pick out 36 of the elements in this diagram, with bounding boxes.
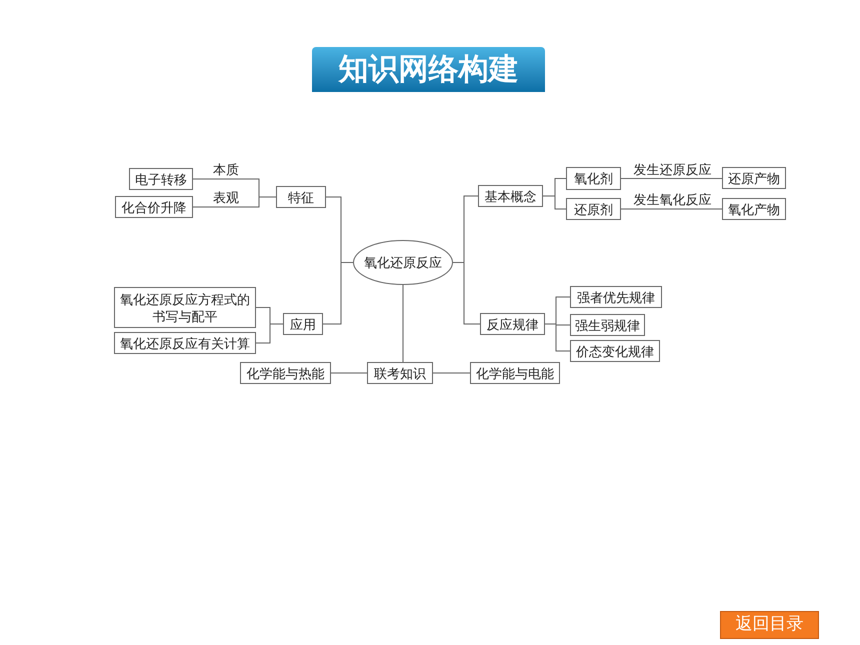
connector-line bbox=[256, 324, 284, 344]
concept-box: 价态变化规律 bbox=[570, 340, 660, 362]
concept-box: 应用 bbox=[283, 313, 323, 335]
concept-box: 电子转移 bbox=[129, 168, 193, 190]
concept-box: 化合价升降 bbox=[115, 196, 193, 218]
connector-line bbox=[542, 196, 566, 210]
concept-box: 氧化产物 bbox=[722, 198, 786, 220]
edge-label: 发生氧化反应 bbox=[634, 192, 712, 207]
connector-line bbox=[330, 372, 368, 374]
topic-ellipse: 氧化还原反应 bbox=[353, 240, 453, 285]
concept-box: 化学能与电能 bbox=[470, 362, 560, 384]
concept-box: 氧化还原反应方程式的书写与配平 bbox=[114, 287, 256, 328]
concept-box: 还原产物 bbox=[722, 167, 786, 189]
concept-box: 强者优先规律 bbox=[570, 286, 662, 308]
concept-box: 联考知识 bbox=[367, 362, 433, 384]
concept-box: 化学能与热能 bbox=[240, 362, 331, 384]
edge-label: 本质 bbox=[213, 162, 239, 177]
concept-box: 还原剂 bbox=[566, 198, 621, 220]
concept-box: 反应规律 bbox=[480, 313, 545, 335]
concept-box: 基本概念 bbox=[478, 185, 543, 207]
concept-box: 氧化还原反应有关计算 bbox=[114, 332, 256, 354]
return-button: 返回目录 bbox=[720, 611, 819, 639]
connector-line bbox=[192, 196, 276, 208]
concept-box: 强生弱规律 bbox=[570, 314, 645, 336]
connector-line bbox=[452, 262, 480, 324]
edge-label: 发生还原反应 bbox=[634, 162, 712, 176]
title-banner: 知识网络构建 bbox=[312, 47, 545, 92]
connector-line bbox=[620, 208, 724, 210]
connector-line bbox=[620, 178, 724, 179]
edge-label: 表观 bbox=[213, 190, 239, 205]
connector-line bbox=[544, 324, 570, 352]
connector-line bbox=[402, 284, 404, 362]
connector-line bbox=[432, 372, 470, 374]
concept-box: 氧化剂 bbox=[566, 167, 621, 190]
concept-box: 特征 bbox=[276, 186, 326, 208]
connector-line bbox=[322, 262, 354, 324]
